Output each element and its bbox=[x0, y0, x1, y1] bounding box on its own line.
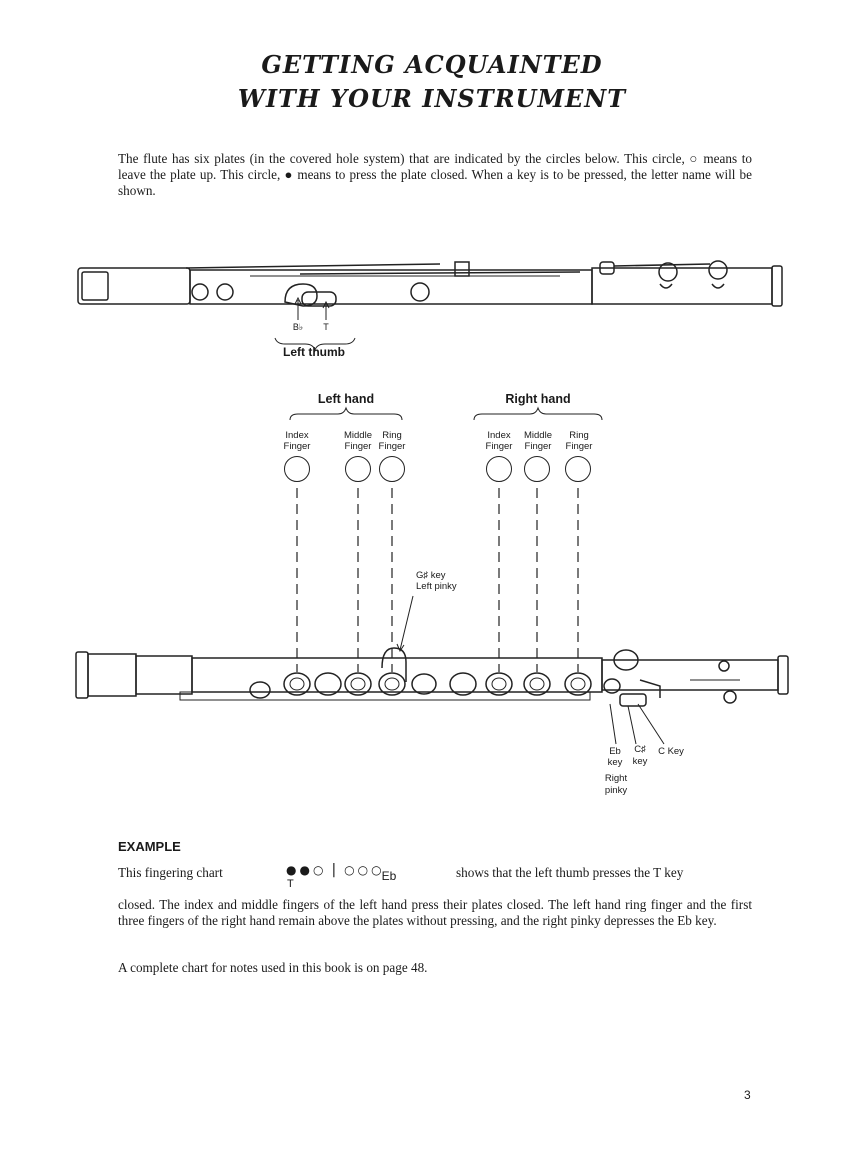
right-index-finger-label: Index Finger bbox=[485, 430, 513, 452]
open-circle-icon: ○ bbox=[357, 863, 369, 877]
eb-key-label: Eb bbox=[609, 746, 621, 757]
left-middle-circle bbox=[345, 456, 371, 482]
thumb-callouts bbox=[274, 296, 356, 352]
open-circle-icon: ○ bbox=[689, 151, 699, 166]
right-hand-label: Right hand bbox=[505, 392, 571, 406]
right-pinky-label: Right bbox=[604, 773, 628, 784]
flute-side-view bbox=[75, 647, 789, 707]
filled-circle-icon: ● bbox=[299, 863, 310, 877]
intro-paragraph: The flute has six plates (in the covered… bbox=[118, 151, 752, 199]
key-callouts bbox=[396, 595, 665, 745]
left-index-circle bbox=[284, 456, 310, 482]
left-pinky-label: Left pinky bbox=[416, 581, 457, 592]
open-circle-icon: ○ bbox=[344, 863, 355, 877]
right-middle-circle bbox=[524, 456, 550, 482]
right-ring-finger-label: Ring Finger bbox=[565, 430, 593, 452]
right-ring-circle bbox=[565, 456, 591, 482]
intro-text-2: means to leave the plate up. This circle… bbox=[118, 151, 752, 182]
left-ring-circle bbox=[379, 456, 405, 482]
t-key-label: T bbox=[323, 322, 329, 332]
c-key-label: C Key bbox=[658, 746, 684, 757]
flute-thumb-view bbox=[77, 260, 783, 307]
chart-eb-label: Eb bbox=[381, 869, 397, 883]
right-index-circle bbox=[486, 456, 512, 482]
example-heading: EXAMPLE bbox=[118, 839, 181, 854]
gsharp-key-label: G♯ key bbox=[416, 570, 446, 581]
left-thumb-caption: Left thumb bbox=[283, 345, 345, 359]
finger-leader-lines bbox=[296, 488, 579, 672]
hand-braces bbox=[289, 406, 603, 421]
eb-key-label-2: key bbox=[607, 757, 623, 768]
divider-bar: | bbox=[331, 862, 337, 878]
example-shows: shows that the left thumb presses the T … bbox=[456, 865, 684, 880]
page-number: 3 bbox=[744, 1088, 751, 1102]
filled-circle-icon: ● bbox=[284, 167, 294, 182]
right-middle-finger-label: Middle Finger bbox=[524, 430, 552, 452]
intro-text-3: means to press the plate closed. When a … bbox=[118, 167, 753, 198]
filled-circle-icon: ● bbox=[286, 863, 297, 877]
bflat-key-label: B♭ bbox=[292, 322, 304, 332]
complete-chart-note: A complete chart for notes used in this … bbox=[118, 960, 428, 975]
page-title-line-2: WITH YOUR INSTRUMENT bbox=[237, 84, 627, 113]
csharp-key-label: C♯ bbox=[634, 744, 646, 755]
right-pinky-label-2: pinky bbox=[604, 785, 628, 796]
example-paragraph: closed. The index and middle fingers of … bbox=[118, 897, 752, 928]
example-lead: This fingering chart bbox=[118, 865, 223, 880]
left-hand-label: Left hand bbox=[317, 392, 375, 406]
csharp-key-label-2: key bbox=[632, 756, 648, 767]
chart-t-label: T bbox=[287, 878, 294, 890]
open-circle-icon: ○ bbox=[312, 863, 324, 877]
intro-text-1: The flute has six plates (in the covered… bbox=[118, 151, 690, 166]
left-ring-finger-label: Ring Finger bbox=[378, 430, 406, 452]
left-index-finger-label: Index Finger bbox=[283, 430, 311, 452]
fingering-chart: ●●○|○○○Eb bbox=[286, 862, 396, 883]
left-middle-finger-label: Middle Finger bbox=[344, 430, 372, 452]
page-title-line-1: GETTING ACQUAINTED bbox=[261, 50, 603, 79]
open-circle-icon: ○ bbox=[371, 863, 382, 877]
